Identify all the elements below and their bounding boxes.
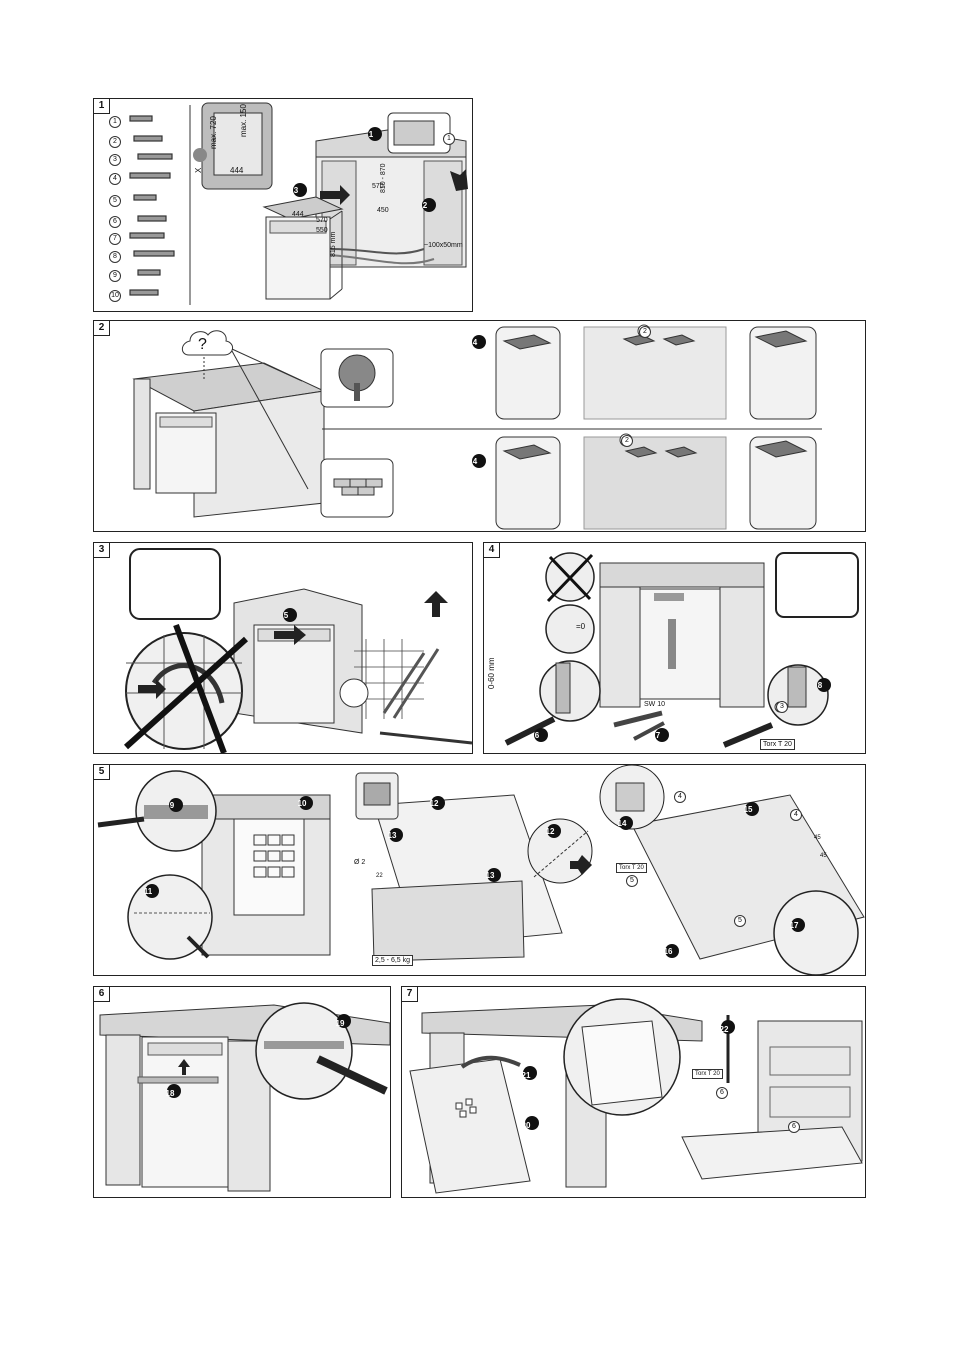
part-label-5: 5 (109, 195, 121, 207)
panel-6-illustration (94, 987, 390, 1197)
step-badge-4b: 4 (468, 455, 482, 469)
panel-5: 5 (93, 764, 866, 976)
dim-570b: 570 (316, 217, 328, 224)
label-weight: 2,5 - 6,5 kg (372, 955, 413, 966)
step-badge-12b: 12 (543, 825, 557, 839)
step-badge-5: 5 (279, 609, 293, 623)
dim-815: 815 mm (330, 232, 337, 257)
part-glyph (130, 290, 158, 295)
part-label-6: 6 (109, 216, 121, 228)
dim-x: X (195, 168, 203, 173)
part-glyph (138, 154, 172, 159)
label-zero: =0 (576, 623, 585, 631)
panel-number: 3 (94, 543, 110, 558)
step-badge-11: 11 (141, 885, 155, 899)
step-badge-20: 20 (519, 1119, 533, 1133)
panel-4-illustration (484, 543, 865, 753)
step-badge-8: 8 (813, 679, 827, 693)
part-label-4: 4 (109, 173, 121, 185)
step-badge-15: 15 (741, 803, 755, 817)
dim-550: 550 (316, 227, 328, 234)
ref-circle-6b: 6 (788, 1121, 800, 1133)
label-torx-t20-p7: Torx T 20 (692, 1069, 723, 1079)
part-label-9: 9 (109, 270, 121, 282)
panel-number: 4 (484, 543, 500, 558)
dim-450: 450 (377, 207, 389, 214)
step-badge-7: 7 (651, 729, 665, 743)
step-badge-21: 21 (519, 1069, 533, 1083)
label-45a: 45 (814, 835, 821, 841)
dim-hole: ~100x50mm (424, 242, 463, 249)
ref-circle-4b: 4 (790, 809, 802, 821)
dim-max720: max. 720 (210, 116, 218, 149)
label-torx-t20-p5: Torx T 20 (616, 863, 647, 873)
ref-circle-5a: 5 (626, 875, 638, 887)
step-badge-22: 22 (717, 1023, 731, 1037)
step-badge-1: 1 (364, 128, 378, 142)
panel-number: 7 (402, 987, 418, 1002)
panel-4: 4 =0 0-60 mm 6 7 8 SW 10 Torx T 20 3 (483, 542, 866, 754)
step-badge-4a: 4 (468, 336, 482, 350)
part-glyph (138, 270, 160, 275)
panel-3-illustration (94, 543, 472, 753)
panel-1: 1 1 2 3 4 5 6 7 8 9 10 max. 720 max. 150 (93, 98, 473, 312)
label-gap: 0-60 mm (488, 657, 496, 689)
panel-7-illustration (402, 987, 865, 1197)
step-badge-19: 19 (333, 1017, 347, 1031)
dim-444: 444 (230, 167, 243, 175)
ref-circle-1: 1 (443, 133, 455, 145)
panel-number: 6 (94, 987, 110, 1002)
ref-circle-6a: 6 (716, 1087, 728, 1099)
label-dia2: Ø 2 (354, 859, 365, 866)
step-badge-14: 14 (615, 817, 629, 831)
ref-circle-2b: 2 (621, 435, 633, 447)
panel-number: 1 (94, 99, 110, 114)
part-glyph (130, 173, 170, 178)
step-badge-16: 16 (661, 945, 675, 959)
part-glyph (134, 251, 174, 256)
step-badge-6: 6 (530, 729, 544, 743)
panel-2: 2 (93, 320, 866, 532)
panel-3: 3 5 (93, 542, 473, 754)
step-badge-12a: 12 (427, 797, 441, 811)
part-label-2: 2 (109, 136, 121, 148)
part-label-7: 7 (109, 233, 121, 245)
step-badge-10: 10 (295, 797, 309, 811)
panel-2-illustration (94, 321, 865, 531)
part-glyph (130, 116, 152, 121)
label-22: 22 (376, 873, 383, 879)
step-badge-18: 18 (163, 1087, 177, 1101)
part-glyph (130, 233, 164, 238)
ref-circle-5b: 5 (734, 915, 746, 927)
dim-max150: max. 150 (240, 104, 248, 137)
panel-6: 6 18 19 (93, 986, 391, 1198)
dim-810-870: 810 - 870 (380, 163, 387, 193)
part-label-3: 3 (109, 154, 121, 166)
ref-circle-2a: 2 (639, 326, 651, 338)
step-badge-13b: 13 (483, 869, 497, 883)
panel-1-illustration (94, 99, 472, 311)
label-sw10: SW 10 (644, 701, 665, 708)
panel-5-illustration (94, 765, 865, 975)
dim-444-top: 444 (292, 211, 304, 218)
label-torx-t20: Torx T 20 (760, 739, 795, 750)
question-mark: ? (198, 337, 207, 353)
part-label-10: 10 (109, 290, 121, 302)
part-label-8: 8 (109, 251, 121, 263)
step-badge-9: 9 (165, 799, 179, 813)
panel-number: 5 (94, 765, 110, 780)
step-badge-13a: 13 (385, 829, 399, 843)
part-glyph (138, 216, 166, 221)
panel-number: 2 (94, 321, 110, 336)
step-badge-17: 17 (787, 919, 801, 933)
ref-circle-3: 3 (776, 701, 788, 713)
step-badge-2: 2 (418, 199, 432, 213)
part-glyph (134, 195, 156, 200)
label-45b: 45 (820, 853, 827, 859)
part-label-1: 1 (109, 116, 121, 128)
part-glyph (134, 136, 162, 141)
ref-circle-4a: 4 (674, 791, 686, 803)
step-badge-3: 3 (289, 184, 303, 198)
